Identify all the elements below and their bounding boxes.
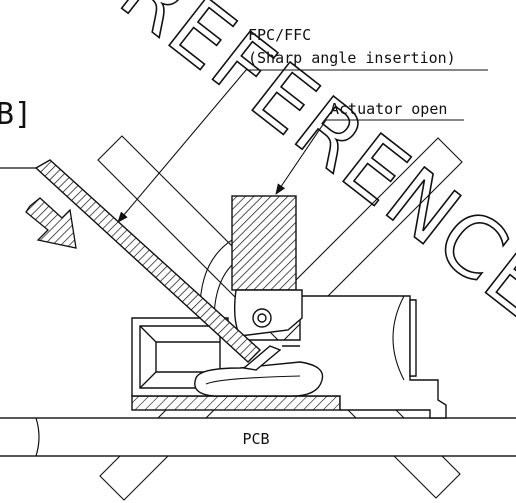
hatched-arrow-icon bbox=[25, 197, 77, 249]
housing-chamfer bbox=[139, 325, 157, 389]
leader-arrow-icon bbox=[275, 119, 464, 195]
pcb-board: PCB bbox=[0, 417, 516, 457]
fpc-label-line1: FPC/FFC bbox=[248, 26, 311, 44]
insertion-arrow bbox=[25, 197, 77, 249]
housing-right-tab bbox=[409, 299, 417, 377]
pcb-rect bbox=[0, 417, 516, 457]
figure-reference: B] bbox=[0, 97, 32, 132]
actuator-pivot-center bbox=[257, 313, 267, 323]
housing-base bbox=[131, 395, 341, 411]
actuator bbox=[199, 195, 303, 361]
contact-inner-line bbox=[205, 375, 301, 385]
fpc-cable bbox=[0, 159, 262, 363]
actuator-label: Actuator open bbox=[330, 100, 447, 118]
actuator-leader: Actuator open bbox=[275, 100, 464, 195]
actuator-block bbox=[231, 195, 297, 291]
pcb-break-left bbox=[35, 417, 40, 457]
fpc-label-line2: (Sharp angle insertion) bbox=[248, 49, 456, 67]
fpc-leader: FPC/FFC (Sharp angle insertion) bbox=[117, 26, 488, 223]
contact-spring bbox=[242, 345, 282, 371]
housing-break-right bbox=[392, 295, 405, 381]
leader-arrow-icon bbox=[117, 69, 488, 223]
contact-terminal bbox=[194, 361, 324, 397]
fpc-strip bbox=[34, 159, 262, 363]
pcb-label: PCB bbox=[242, 430, 269, 448]
